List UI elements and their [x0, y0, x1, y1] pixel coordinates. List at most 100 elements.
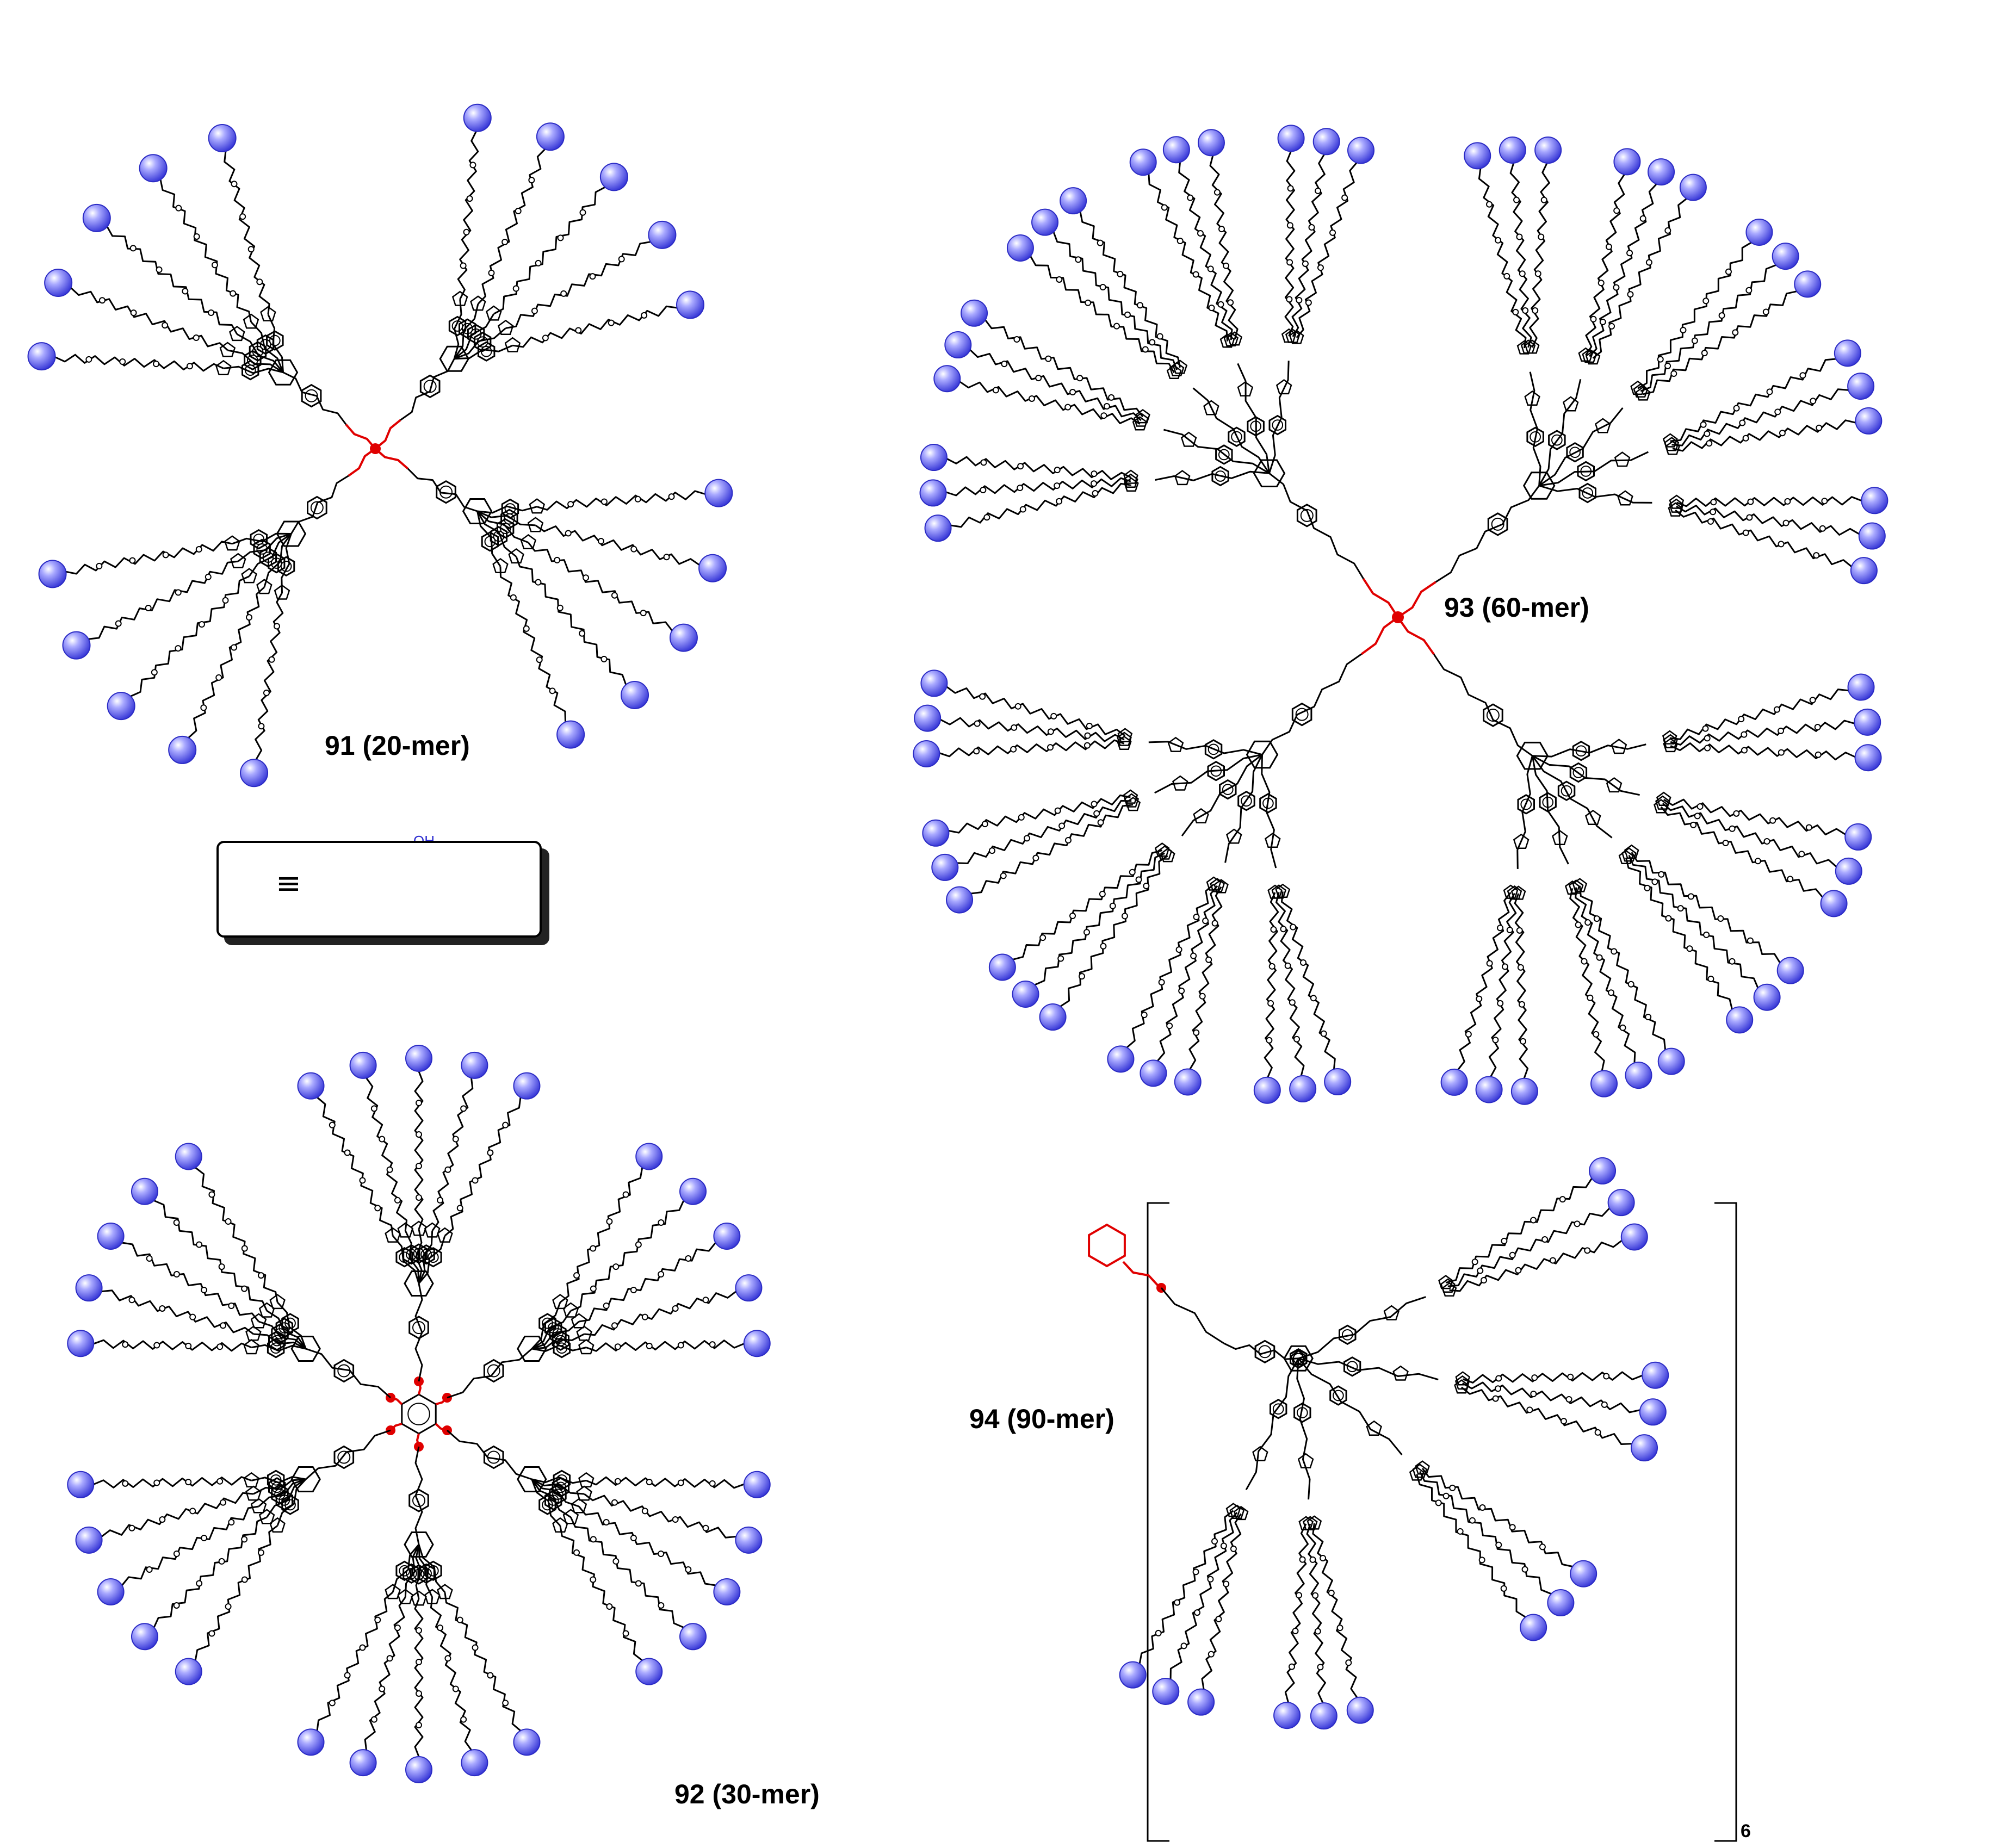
ether-oxygen [130, 309, 137, 317]
ether-oxygen [1773, 706, 1780, 713]
phenyl-ring [249, 341, 267, 362]
sugar-sphere [698, 554, 727, 582]
triazole-ring [576, 1325, 592, 1341]
ether-oxygen [374, 1616, 381, 1623]
ether-oxygen [501, 238, 509, 245]
ether-oxygen [379, 1685, 386, 1692]
ether-oxygen [1594, 1429, 1601, 1436]
ether-oxygen [1677, 905, 1684, 912]
sugar-sphere [27, 342, 56, 371]
ether-oxygen [1193, 1029, 1200, 1036]
ether-oxygen [1584, 1247, 1591, 1254]
ether-oxygen [1058, 822, 1066, 829]
ether-oxygen [1821, 498, 1828, 505]
ether-oxygen [153, 1342, 160, 1349]
ether-oxygen [1495, 1385, 1502, 1392]
ether-oxygen [1590, 315, 1597, 323]
ether-oxygen [1657, 356, 1664, 363]
ether-oxygen [1296, 1592, 1303, 1599]
sugar-sphere [1310, 1702, 1338, 1730]
triazole-ring [1227, 331, 1243, 346]
ether-oxygen [1155, 1629, 1162, 1636]
sugar-sphere [704, 479, 733, 507]
ether-oxygen [1099, 283, 1106, 290]
ether-oxygen [1645, 259, 1652, 266]
ether-oxygen [122, 1341, 129, 1348]
triazole-ring [1662, 730, 1677, 745]
ether-oxygen [256, 278, 263, 286]
ether-oxygen [1503, 272, 1510, 280]
phenyl-ring [1548, 430, 1566, 450]
ether-oxygen [175, 589, 182, 596]
ether-oxygen [218, 1558, 225, 1565]
sugar-sphere [1520, 1614, 1547, 1641]
ether-oxygen [502, 1121, 509, 1128]
ether-oxygen [1810, 398, 1817, 405]
sugar-sphere [208, 123, 237, 152]
ether-oxygen [1270, 926, 1277, 933]
triazole-ring [258, 1509, 275, 1524]
sugar-sphere [946, 886, 974, 914]
ether-oxygen [1435, 1499, 1442, 1506]
triazole-ring [1392, 1365, 1409, 1381]
ether-oxygen [241, 1536, 248, 1543]
ether-oxygen [185, 1479, 192, 1486]
ether-oxygen [416, 1659, 422, 1665]
ether-oxygen [1149, 339, 1156, 346]
triazole-ring [1265, 832, 1281, 848]
triazole-ring [1174, 470, 1191, 486]
ether-oxygen [1704, 745, 1711, 752]
triazole-ring [508, 548, 524, 564]
sugar-sphere [1613, 148, 1641, 176]
ether-oxygen [1495, 237, 1502, 244]
triazole-ring [1665, 441, 1680, 455]
ether-oxygen [1665, 915, 1672, 922]
ether-oxygen [1608, 989, 1615, 996]
sugar-sphere [349, 1749, 377, 1777]
ether-oxygen [1599, 318, 1606, 325]
ether-oxygen [542, 334, 549, 342]
phenyl-ring [1339, 1324, 1357, 1345]
ether-oxygen [560, 290, 567, 297]
sugar-sphere [679, 1177, 707, 1205]
sugar-sphere [1855, 407, 1883, 435]
ether-oxygen [635, 1241, 642, 1248]
ether-oxygen [1029, 395, 1036, 402]
sugar-sphere [621, 680, 649, 709]
phenyl-ring [477, 341, 496, 362]
ether-oxygen [205, 573, 212, 580]
ether-oxygen [1509, 1524, 1516, 1531]
ether-oxygen [1584, 919, 1592, 926]
phenyl-ring [1517, 794, 1535, 815]
triazole-ring [1154, 842, 1170, 857]
ether-oxygen [611, 1499, 618, 1506]
ether-oxygen [597, 538, 604, 545]
ether-oxygen [1014, 703, 1021, 710]
phenyl-ring [268, 1477, 286, 1498]
ether-oxygen [1317, 264, 1324, 271]
sugar-sphere [131, 1623, 158, 1651]
phenyl-ring [395, 1560, 413, 1582]
ether-oxygen [1208, 1651, 1215, 1658]
triazole-ring [1552, 829, 1568, 846]
ether-oxygen [1479, 1504, 1486, 1511]
ether-oxygen [641, 312, 648, 319]
triazole-ring [1669, 494, 1685, 509]
ether-oxygen [1766, 388, 1773, 395]
triazole-ring [578, 1339, 595, 1355]
ether-oxygen [1690, 821, 1697, 828]
ether-oxygen [1091, 480, 1098, 487]
sugar-sphere [513, 1072, 541, 1100]
sugar-sphere [1590, 1070, 1618, 1097]
ether-oxygen [1143, 883, 1150, 890]
triazole-ring [1503, 884, 1519, 899]
ether-oxygen [1047, 744, 1054, 751]
compound-92-label: 92 (30-mer) [674, 1779, 820, 1809]
ether-oxygen [1218, 226, 1225, 233]
ether-oxygen [1309, 1556, 1316, 1563]
sugar-sphere [1642, 1361, 1669, 1389]
ether-oxygen [1054, 467, 1061, 474]
ether-oxygen [487, 1149, 494, 1156]
ether-oxygen [1747, 498, 1754, 505]
phenyl-ring [1566, 442, 1584, 463]
